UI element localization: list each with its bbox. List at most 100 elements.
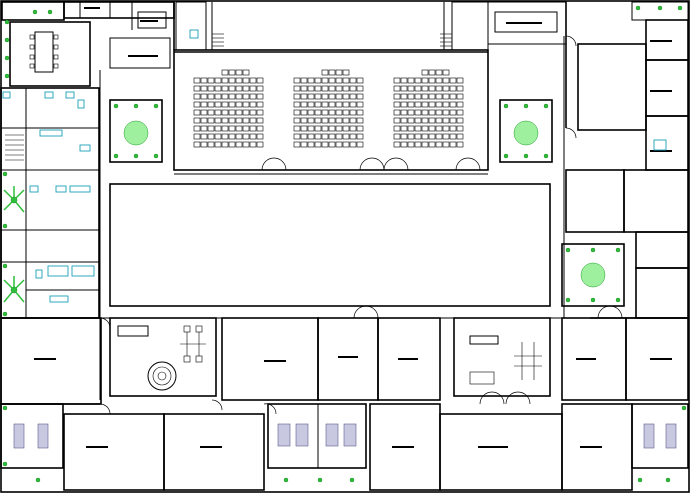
auditorium-seat [249,101,257,108]
auditorium-seat [400,93,408,100]
auditorium-seat [442,93,450,100]
auditorium-seat [207,77,215,84]
auditorium-seat [228,125,236,132]
auditorium-seat [235,101,243,108]
auditorium-seat [349,141,357,148]
auditorium-seat [293,101,301,108]
stage-stairs-left [212,33,224,47]
auditorium-seat [200,117,208,124]
auditorium-seat [414,133,422,140]
auditorium-seat [435,101,443,108]
auditorium-seat [356,109,364,116]
auditorium-seat [242,77,250,84]
auditorium-seat [442,101,450,108]
auditorium-seat [342,141,350,148]
auditorium-seat [300,133,308,140]
auditorium-seat [321,69,329,76]
auditorium-seat [214,141,222,148]
auditorium-seat [314,141,322,148]
auditorium-seat [328,85,336,92]
auditorium-seat [421,125,429,132]
auditorium-seat [449,141,457,148]
auditorium-seat [400,141,408,148]
auditorium-seat [307,85,315,92]
staircase [5,134,24,161]
auditorium-seat [193,93,201,100]
auditorium-seat [200,93,208,100]
auditorium-seat [300,141,308,148]
auditorium-seat [349,77,357,84]
auditorium-seat [335,133,343,140]
auditorium-seat [435,93,443,100]
auditorium-seat [442,85,450,92]
auditorium-seat [300,77,308,84]
auditorium-seat [407,85,415,92]
auditorium-seat [228,141,236,148]
auditorium-seat [428,77,436,84]
auditorium-seat [456,117,464,124]
auditorium-seat [428,125,436,132]
auditorium-seat [235,93,243,100]
room-tag [84,7,100,9]
lab-room-left [109,317,217,397]
auditorium-seat [293,77,301,84]
toilet-block-se [631,403,689,483]
auditorium-seat [307,117,315,124]
auditorium-seat [307,125,315,132]
auditorium-seat [193,101,201,108]
auditorium-seat [193,117,201,124]
auditorium-seat [249,141,257,148]
auditorium-seat [435,77,443,84]
classroom [0,317,102,405]
palm-tree-lower [3,276,25,303]
auditorium-seat [256,109,264,116]
auditorium-seat [342,117,350,124]
auditorium-seat [356,85,364,92]
auditorium-seat [449,85,457,92]
classroom [63,413,165,491]
auditorium-seat [414,85,422,92]
auditorium-seat [256,117,264,124]
auditorium-seat [321,85,329,92]
classroom [163,413,265,491]
auditorium-seat [221,125,229,132]
auditorium-seat [449,109,457,116]
toilet-block-s [267,403,367,483]
auditorium-seat [228,77,236,84]
auditorium-seat [249,117,257,124]
auditorium-seat [435,69,443,76]
auditorium-seat [242,93,250,100]
classroom [439,413,563,491]
auditorium-seat [235,125,243,132]
toilet-block-sw [0,403,64,483]
auditorium-seat [193,125,201,132]
auditorium-seat [307,141,315,148]
auditorium-seat [421,93,429,100]
auditorium [173,2,489,171]
auditorium-seat [393,77,401,84]
auditorium-seat [393,93,401,100]
auditorium-seat [314,133,322,140]
meeting-room-planters [4,9,53,79]
auditorium-seat [200,77,208,84]
classroom [221,317,319,401]
auditorium-seat [335,109,343,116]
conference-chairs [29,34,59,69]
auditorium-seat [407,141,415,148]
equipment-unit [180,325,206,363]
auditorium-seat [235,133,243,140]
auditorium-seat [356,133,364,140]
classroom [377,317,441,401]
auditorium-seat [249,85,257,92]
auditorium-seat [228,93,236,100]
auditorium-seat [228,85,236,92]
auditorium-seat [242,85,250,92]
auditorium-seat [256,125,264,132]
auditorium-seat [456,125,464,132]
auditorium-seat [335,117,343,124]
auditorium-seat [293,85,301,92]
auditorium-seat [400,101,408,108]
auditorium-seat [421,109,429,116]
auditorium-seat [442,109,450,116]
